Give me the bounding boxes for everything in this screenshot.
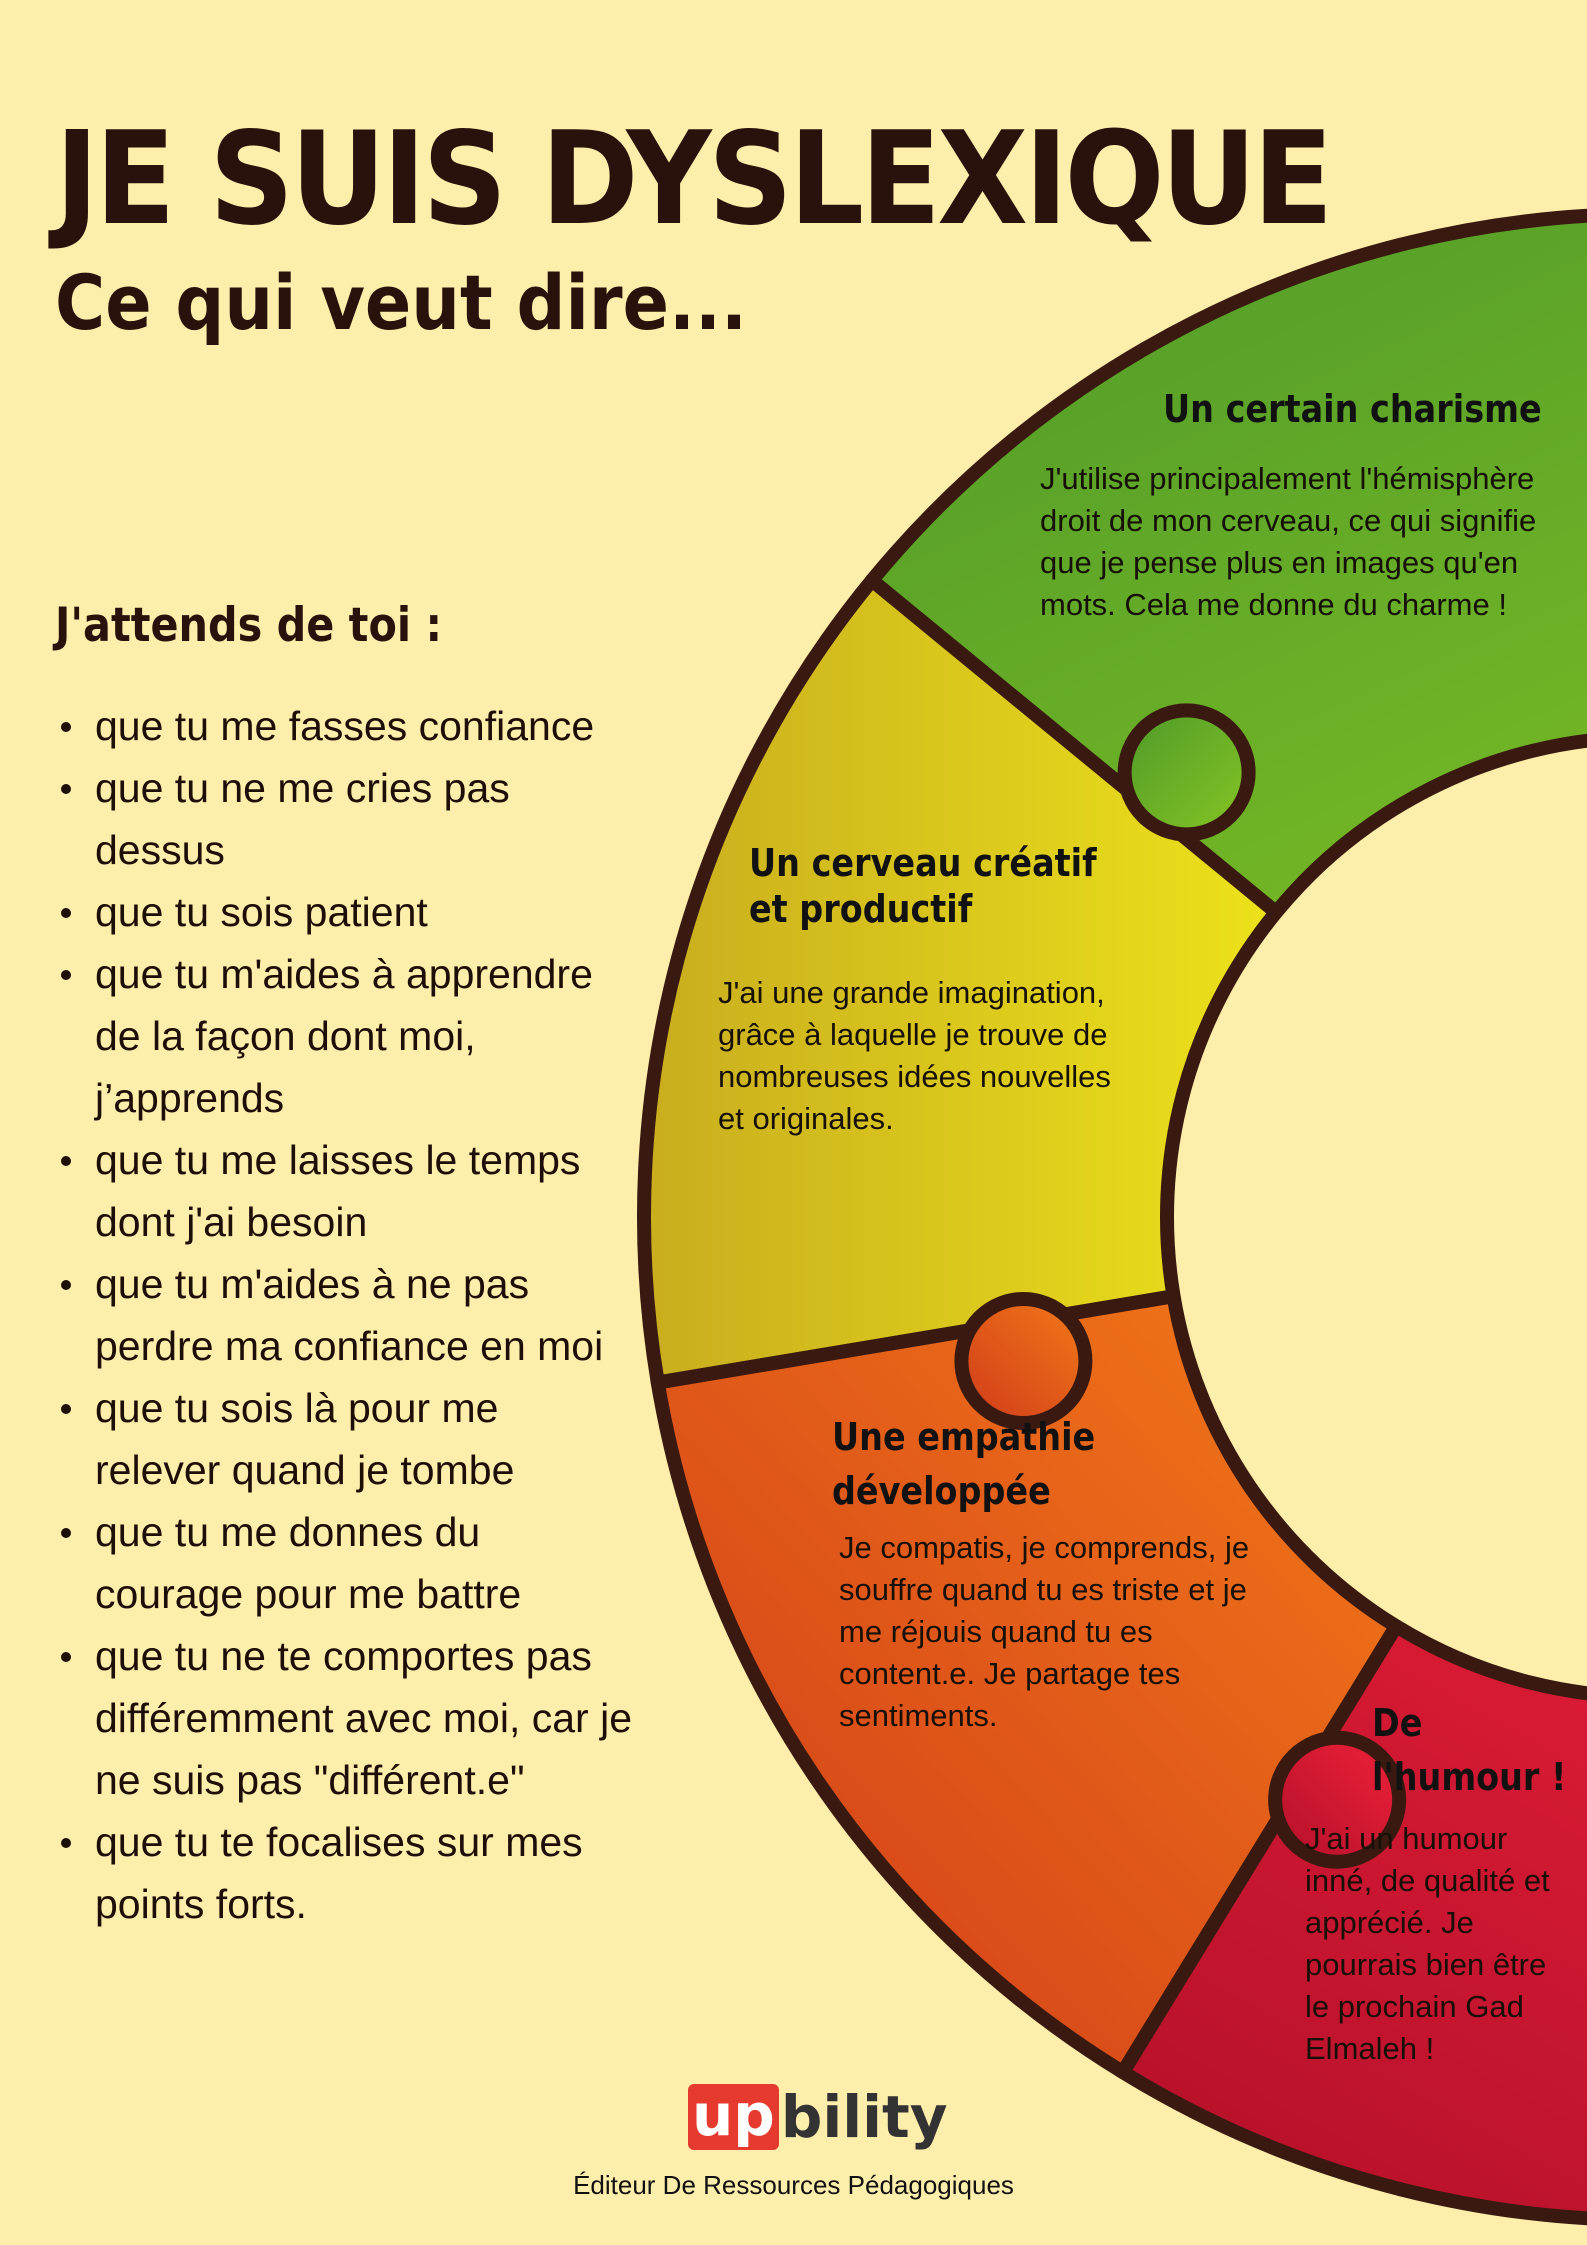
- expectations-heading: J'attends de toi :: [55, 598, 442, 653]
- segment-orange: [650, 1289, 1404, 2080]
- segment-red: [1115, 1619, 1587, 2226]
- body-line: J'ai une grande imagination,: [718, 975, 1105, 1010]
- body-line: Je compatis, je comprends, je: [839, 1530, 1250, 1565]
- body-line: nombreuses idées nouvelles: [718, 1059, 1111, 1094]
- puzzle-knob-red: [1268, 1730, 1407, 1869]
- body-line: me réjouis quand tu es: [839, 1614, 1153, 1649]
- body-line: que je pense plus en images qu'en: [1040, 545, 1519, 580]
- segment-red-title: De l'humour !: [1372, 1696, 1566, 1804]
- body-line: inné, de qualité et: [1305, 1863, 1550, 1898]
- list-item: que tu m'aides à ne pas perdre ma confia…: [55, 1253, 655, 1377]
- page-title: JE SUIS DYSLEXIQUE: [55, 105, 1333, 254]
- body-line: apprécié. Je: [1305, 1905, 1474, 1940]
- body-line: J'utilise principalement l'hémisphère: [1040, 461, 1535, 496]
- list-item: que tu m'aides à apprendre de la façon d…: [55, 943, 635, 1129]
- body-line: mots. Cela me donne du charme !: [1040, 587, 1507, 622]
- body-line: et originales.: [718, 1101, 894, 1136]
- body-line: souffre quand tu es triste et je: [839, 1572, 1247, 1607]
- logo-bility: bility: [780, 2083, 948, 2151]
- body-line: le prochain Gad: [1305, 1989, 1524, 2024]
- segment-green: [864, 208, 1587, 920]
- puzzle-knob-orange: [954, 1291, 1093, 1430]
- logo-up: up: [688, 2084, 779, 2150]
- title-line: Un cerveau créatif: [749, 841, 1097, 885]
- body-line: sentiments.: [839, 1698, 998, 1733]
- list-item: que tu me laisses le temps dont j'ai bes…: [55, 1129, 635, 1253]
- page-subtitle: Ce qui veut dire...: [55, 258, 747, 347]
- puzzle-knob-green: [1117, 703, 1256, 842]
- segment-yellow: [637, 573, 1284, 1390]
- title-line: et productif: [749, 887, 973, 931]
- body-line: J'ai un humour: [1305, 1821, 1508, 1856]
- list-item: que tu ne te comportes pas différemment …: [55, 1625, 655, 1811]
- segment-orange-title: Une empathie développée: [832, 1410, 1095, 1518]
- expectations-list: que tu me fasses confiance que tu ne me …: [55, 695, 655, 1935]
- title-line: Une empathie: [832, 1415, 1096, 1459]
- body-line: grâce à laquelle je trouve de: [718, 1017, 1108, 1052]
- body-line: content.e. Je partage tes: [839, 1656, 1181, 1691]
- list-item: que tu sois patient: [55, 881, 655, 943]
- list-item: que tu me donnes du courage pour me batt…: [55, 1501, 615, 1625]
- body-line: droit de mon cerveau, ce qui signifie: [1040, 503, 1537, 538]
- segment-red-body: J'ai un humour inné, de qualité et appré…: [1305, 1818, 1550, 2070]
- list-item: que tu te focalises sur mes points forts…: [55, 1811, 635, 1935]
- footer-tagline: Éditeur De Ressources Pédagogiques: [573, 2170, 1014, 2200]
- title-line: l'humour !: [1372, 1755, 1567, 1799]
- body-line: Elmaleh !: [1305, 2031, 1435, 2066]
- list-item: que tu ne me cries pas dessus: [55, 757, 565, 881]
- segment-green-title: Un certain charisme: [1163, 387, 1542, 431]
- body-line: pourrais bien être: [1305, 1947, 1547, 1982]
- title-line: De: [1372, 1701, 1423, 1745]
- title-line: développée: [832, 1469, 1051, 1513]
- list-item: que tu sois là pour me relever quand je …: [55, 1377, 615, 1501]
- segment-green-body: J'utilise principalement l'hémisphère dr…: [1040, 458, 1536, 626]
- upbility-logo: up bility: [688, 2083, 948, 2151]
- segment-yellow-title: Un cerveau créatif et productif: [749, 840, 1097, 932]
- list-item: que tu me fasses confiance: [55, 695, 655, 757]
- segment-yellow-body: J'ai une grande imagination, grâce à laq…: [718, 972, 1111, 1140]
- segment-orange-body: Je compatis, je comprends, je souffre qu…: [839, 1527, 1249, 1737]
